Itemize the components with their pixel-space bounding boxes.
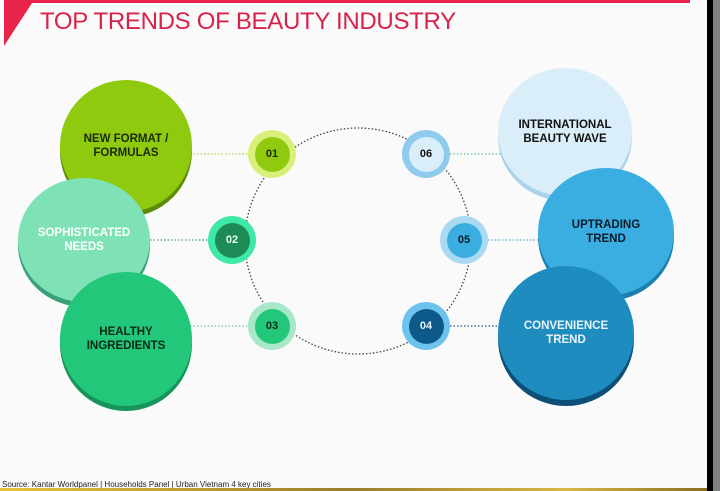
source-note: Source: Kantar Worldpanel | Households P… <box>2 480 271 489</box>
trend-node-06: 06 <box>402 130 450 178</box>
trend-label: SOPHISTICATED NEEDS <box>37 227 131 253</box>
top-accent-line <box>28 0 690 3</box>
node-number: 01 <box>254 136 290 172</box>
trend-label: HEALTHY INGREDIENTS <box>86 326 166 352</box>
trend-label: UPTRADING TREND <box>571 219 641 245</box>
node-number: 05 <box>446 222 482 258</box>
node-number: 02 <box>214 222 250 258</box>
trend-label: CONVENIENCE TREND <box>523 320 609 346</box>
window-edge-grey <box>713 0 720 491</box>
trend-label: INTERNATIONAL BEAUTY WAVE <box>518 119 612 145</box>
trend-circle-sophisticated-needs: SOPHISTICATED NEEDS <box>18 178 150 302</box>
corner-accent <box>4 0 34 46</box>
trend-node-02: 02 <box>208 216 256 264</box>
page-title: TOP TRENDS OF BEAUTY INDUSTRY <box>40 8 456 35</box>
bottom-gold-bar <box>0 488 707 491</box>
node-number: 04 <box>408 308 444 344</box>
trend-node-04: 04 <box>402 302 450 350</box>
node-number: 03 <box>254 308 290 344</box>
trend-circle-healthy-ingredients: HEALTHY INGREDIENTS <box>60 272 192 406</box>
trend-node-03: 03 <box>248 302 296 350</box>
window-edge <box>707 0 713 491</box>
node-number: 06 <box>408 136 444 172</box>
trend-node-05: 05 <box>440 216 488 264</box>
trend-node-01: 01 <box>248 130 296 178</box>
trend-circle-convenience-trend: CONVENIENCE TREND <box>498 266 634 400</box>
trend-label: NEW FORMAT / FORMULAS <box>83 133 169 159</box>
